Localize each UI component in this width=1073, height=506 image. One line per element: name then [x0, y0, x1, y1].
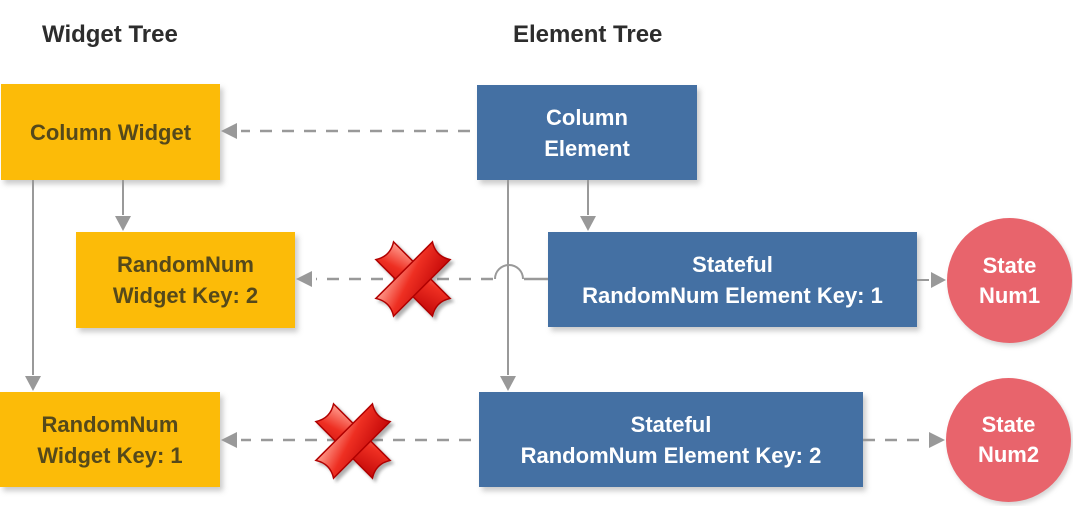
arrowhead-right-icon	[929, 432, 945, 448]
arrowhead-left-icon	[296, 271, 312, 287]
randomnum-widget-key1-node: RandomNum Widget Key: 1	[0, 392, 220, 487]
broken-connection-x-icon	[374, 240, 452, 318]
randomnum-widget-key1-label-line1: RandomNum	[41, 411, 179, 437]
randomnum-widget-key2-label-line2: Widget Key: 2	[112, 283, 259, 308]
state-num2-label-line1: State	[981, 412, 1036, 437]
column-element-label-line2: Element	[544, 135, 630, 161]
broken-connection-x-icon	[314, 402, 392, 480]
state-num1-node: State Num1	[947, 218, 1072, 343]
arrowhead-down-icon	[115, 216, 131, 231]
arrowhead-down-icon	[500, 376, 516, 391]
column-element-node: Column Element	[477, 85, 697, 180]
state-num2-node: State Num2	[946, 378, 1071, 502]
stateful-element-key1-label-line2: RandomNum Element Key: 1	[582, 282, 883, 308]
stateful-element-key1-label-line1: Stateful	[692, 251, 773, 277]
randomnum-widget-key2-label-line1: RandomNum	[117, 252, 254, 277]
arrowhead-right-icon	[931, 272, 946, 288]
state-num1-label-line1: State	[982, 252, 1037, 278]
line-hop-arc	[494, 264, 524, 280]
state-num2-label-line2: Num2	[977, 442, 1040, 467]
column-widget-label: Column Widget	[29, 119, 192, 145]
arrowhead-left-icon	[221, 432, 237, 448]
element-tree-heading: Element Tree	[513, 21, 663, 48]
stateful-element-key2-label-line1: Stateful	[630, 411, 712, 437]
stateful-randomnum-element-key2-node: Stateful RandomNum Element Key: 2	[479, 392, 863, 487]
arrowhead-left-icon	[221, 123, 237, 139]
column-element-label-line1: Column	[546, 104, 628, 130]
stateful-element-key2-label-line2: RandomNum Element Key: 2	[520, 442, 822, 468]
widget-tree-heading: Widget Tree	[42, 21, 178, 48]
arrowhead-down-icon	[25, 376, 41, 391]
column-widget-node: Column Widget	[1, 84, 220, 180]
randomnum-widget-key1-label-line2: Widget Key: 1	[37, 442, 183, 468]
stateful-randomnum-element-key1-node: Stateful RandomNum Element Key: 1	[548, 232, 917, 327]
arrowhead-down-icon	[580, 216, 596, 231]
state-num1-label-line2: Num1	[978, 282, 1041, 308]
randomnum-widget-key2-node: RandomNum Widget Key: 2	[76, 232, 295, 328]
